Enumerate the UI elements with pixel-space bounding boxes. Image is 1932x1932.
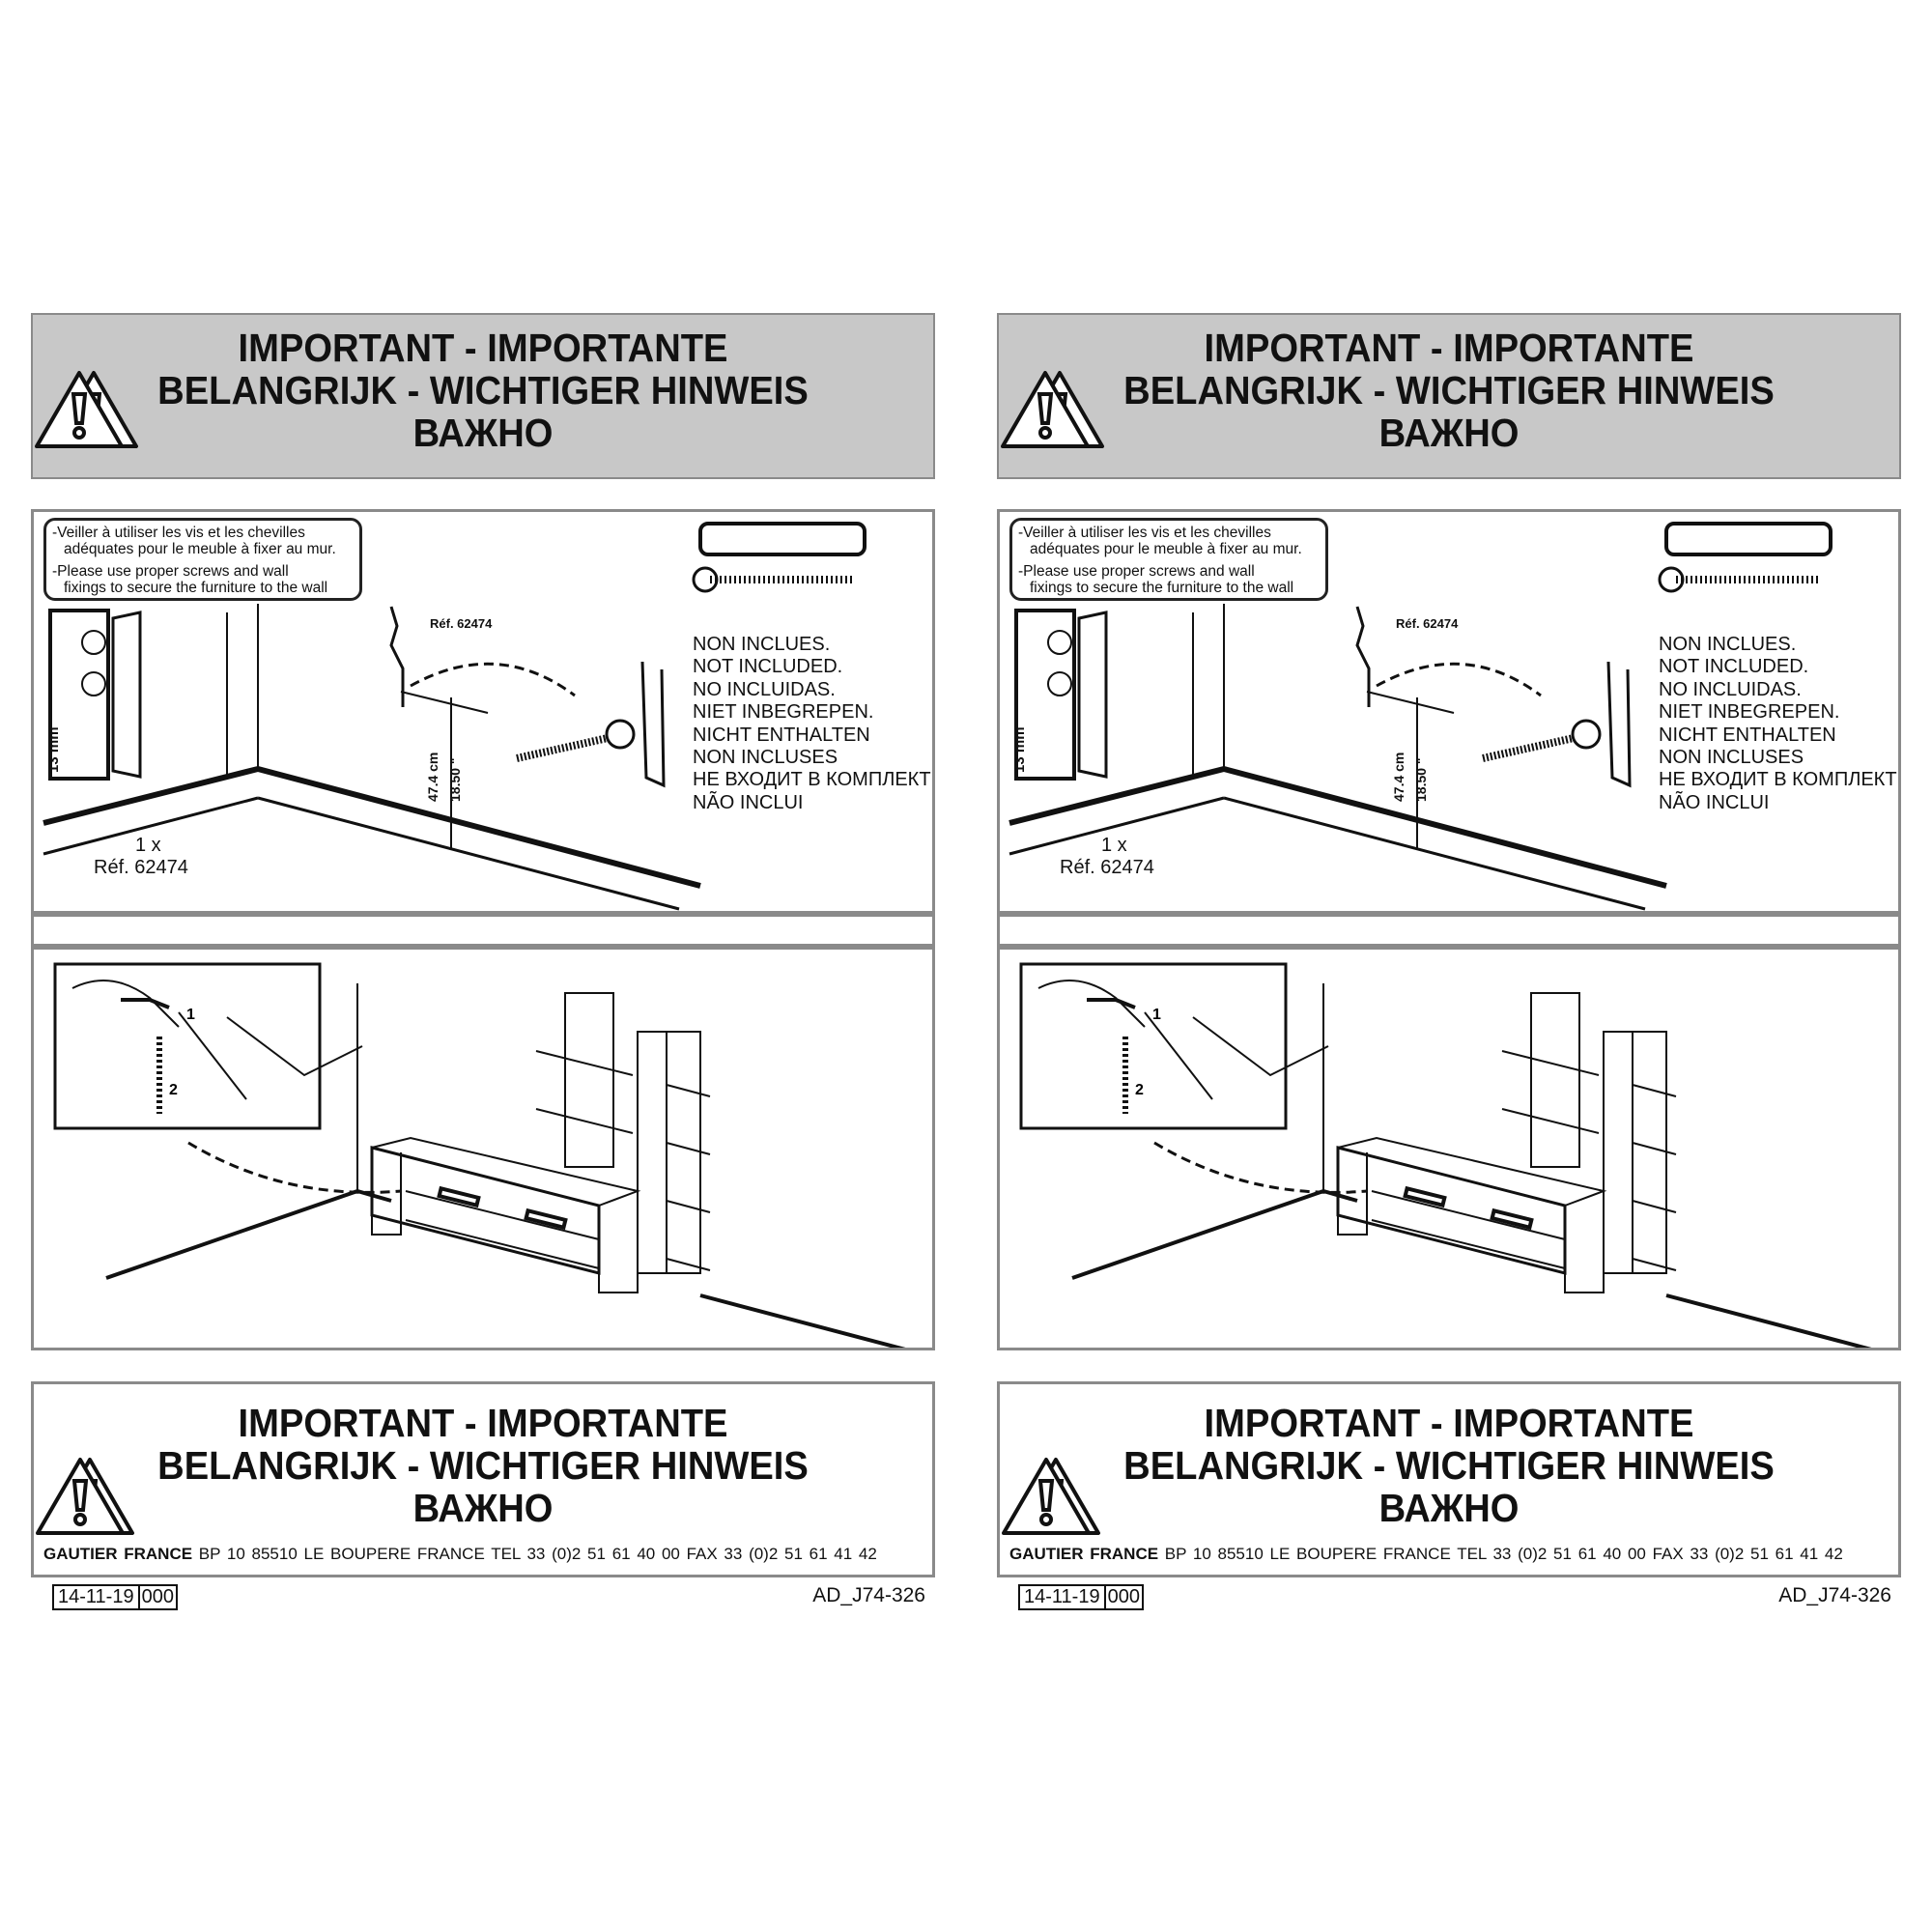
not-included-es: NO INCLUIDAS. [1659, 678, 1802, 700]
address-line: BP 10 85510 LE BOUPERE FRANCE TEL 33 (0)… [1164, 1545, 1843, 1563]
not-included-list: NON INCLUES. NOT INCLUDED. NO INCLUIDAS.… [1659, 634, 1897, 814]
company-name: GAUTIER FRANCE [43, 1545, 193, 1563]
height-cm-label: 47.4 cm [425, 752, 440, 802]
not-included-ru: НЕ ВХОДИТ В КОМПЛЕКТ [1659, 769, 1897, 791]
note-fr-line-1: -Veiller à utiliser les vis et les chevi… [52, 525, 305, 541]
note-fr-line-2: adéquates pour le meuble à fixer au mur. [64, 541, 336, 557]
not-included-nl: NIET INBEGREPEN. [693, 701, 874, 724]
instruction-sheet: IMPORTANT - IMPORTANTE BELANGRIJK - WICH… [997, 0, 1901, 1932]
step-2-marker: 2 [169, 1082, 178, 1098]
kit-ref: Réf. 62474 [1060, 857, 1154, 878]
height-cm-label: 47.4 cm [1391, 752, 1406, 802]
wall-fixing-step: -Veiller à utiliser les vis et les chevi… [31, 509, 935, 914]
address-line: BP 10 85510 LE BOUPERE FRANCE TEL 33 (0)… [198, 1545, 877, 1563]
step-2-marker: 2 [1135, 1082, 1144, 1098]
title-line-2: BELANGRIJK - WICHTIGER HINWEIS [157, 368, 809, 412]
warning-footer: IMPORTANT - IMPORTANTE BELANGRIJK - WICH… [31, 1381, 935, 1577]
not-included-de: NICHT ENTHALTEN [1659, 724, 1836, 746]
not-included-list: NON INCLUES. NOT INCLUDED. NO INCLUIDAS.… [693, 634, 931, 814]
company-address: GAUTIER FRANCE BP 10 85510 LE BOUPERE FR… [43, 1545, 877, 1564]
wall-fixing-step: -Veiller à utiliser les vis et les chevi… [997, 509, 1901, 914]
note-en-line-2: fixings to secure the furniture to the w… [1030, 580, 1294, 596]
step-1-marker: 1 [186, 1007, 195, 1023]
title-line-3: ВАЖНО [1378, 411, 1520, 455]
warning-triangle-icon [35, 371, 124, 448]
screw-length-label: 13 mm [45, 726, 62, 773]
company-address: GAUTIER FRANCE BP 10 85510 LE BOUPERE FR… [1009, 1545, 1843, 1564]
wall-fixing-illustration [1009, 522, 1833, 911]
date: 14-11-19 [58, 1586, 134, 1607]
warning-triangle-icon [1002, 1458, 1091, 1535]
not-included-es: NO INCLUIDAS. [693, 678, 836, 700]
furniture-fixing-illustration: 1 2 [1019, 962, 1872, 1348]
title-line-2: BELANGRIJK - WICHTIGER HINWEIS [1123, 368, 1775, 412]
furniture-fixing-step: 1 2 [997, 947, 1901, 1350]
title-line-1: IMPORTANT - IMPORTANTE [1204, 326, 1694, 370]
note-fr-line-1: -Veiller à utiliser les vis et les chevi… [1018, 525, 1271, 541]
warning-footer: IMPORTANT - IMPORTANTE BELANGRIJK - WICH… [997, 1381, 1901, 1577]
company-name: GAUTIER FRANCE [1009, 1545, 1159, 1563]
revision: 000 [137, 1586, 176, 1608]
note-en-line-1: -Please use proper screws and wall [52, 563, 289, 580]
separator-strip [31, 914, 935, 947]
screw-length-label: 13 mm [1011, 726, 1028, 773]
footer-title-line-3: ВАЖНО [412, 1486, 554, 1530]
footer-title-line-1: IMPORTANT - IMPORTANTE [238, 1401, 728, 1445]
document-code: AD_J74-326 [812, 1584, 925, 1606]
revision: 000 [1103, 1586, 1142, 1608]
footer-title-line-3: ВАЖНО [1378, 1486, 1520, 1530]
not-included-pt: NÃO INCLUI [1659, 791, 1770, 813]
warning-triangle-icon [36, 1458, 125, 1535]
not-included-fr: NON INCLUES. [1659, 634, 1797, 655]
not-included-fr: NON INCLUES. [693, 634, 831, 655]
bracket-ref-label: Réf. 62474 [430, 616, 493, 631]
document-code: AD_J74-326 [1778, 1584, 1891, 1606]
warning-header: IMPORTANT - IMPORTANTE BELANGRIJK - WICH… [31, 313, 935, 479]
not-included-de: NICHT ENTHALTEN [693, 724, 870, 746]
date: 14-11-19 [1024, 1586, 1100, 1607]
not-included-en: NOT INCLUDED. [1659, 656, 1809, 678]
note-en-line-2: fixings to secure the furniture to the w… [64, 580, 328, 596]
note-en-line-1: -Please use proper screws and wall [1018, 563, 1255, 580]
not-included-pt: NÃO INCLUI [693, 791, 804, 813]
footer-title-line-2: BELANGRIJK - WICHTIGER HINWEIS [1123, 1443, 1775, 1488]
furniture-fixing-illustration: 1 2 [53, 962, 906, 1348]
not-included-nl: NIET INBEGREPEN. [1659, 701, 1840, 724]
height-in-label: 18.50 " [1413, 757, 1429, 802]
kit-ref: Réf. 62474 [94, 857, 188, 878]
note-fr-line-2: adéquates pour le meuble à fixer au mur. [1030, 541, 1302, 557]
bracket-ref-label: Réf. 62474 [1396, 616, 1459, 631]
title-line-3: ВАЖНО [412, 411, 554, 455]
separator-strip [997, 914, 1901, 947]
warning-triangle-icon [1001, 371, 1090, 448]
kit-qty: 1 x [135, 835, 161, 856]
not-included-en: NOT INCLUDED. [693, 656, 843, 678]
wall-fixing-note: -Veiller à utiliser les vis et les chevi… [1009, 518, 1328, 601]
not-included-it: NON INCLUSES [693, 747, 838, 769]
not-included-ru: НЕ ВХОДИТ В КОМПЛЕКТ [693, 769, 931, 791]
footer-title-line-1: IMPORTANT - IMPORTANTE [1204, 1401, 1694, 1445]
not-included-it: NON INCLUSES [1659, 747, 1804, 769]
furniture-fixing-step: 1 2 [31, 947, 935, 1350]
footer-title-line-2: BELANGRIJK - WICHTIGER HINWEIS [157, 1443, 809, 1488]
instruction-sheet: IMPORTANT - IMPORTANTE BELANGRIJK - WICH… [31, 0, 935, 1932]
kit-qty: 1 x [1101, 835, 1127, 856]
title-line-1: IMPORTANT - IMPORTANTE [238, 326, 728, 370]
wall-fixing-note: -Veiller à utiliser les vis et les chevi… [43, 518, 362, 601]
step-1-marker: 1 [1152, 1007, 1161, 1023]
height-in-label: 18.50 " [447, 757, 463, 802]
wall-fixing-illustration [43, 522, 867, 911]
warning-header: IMPORTANT - IMPORTANTE BELANGRIJK - WICH… [997, 313, 1901, 479]
